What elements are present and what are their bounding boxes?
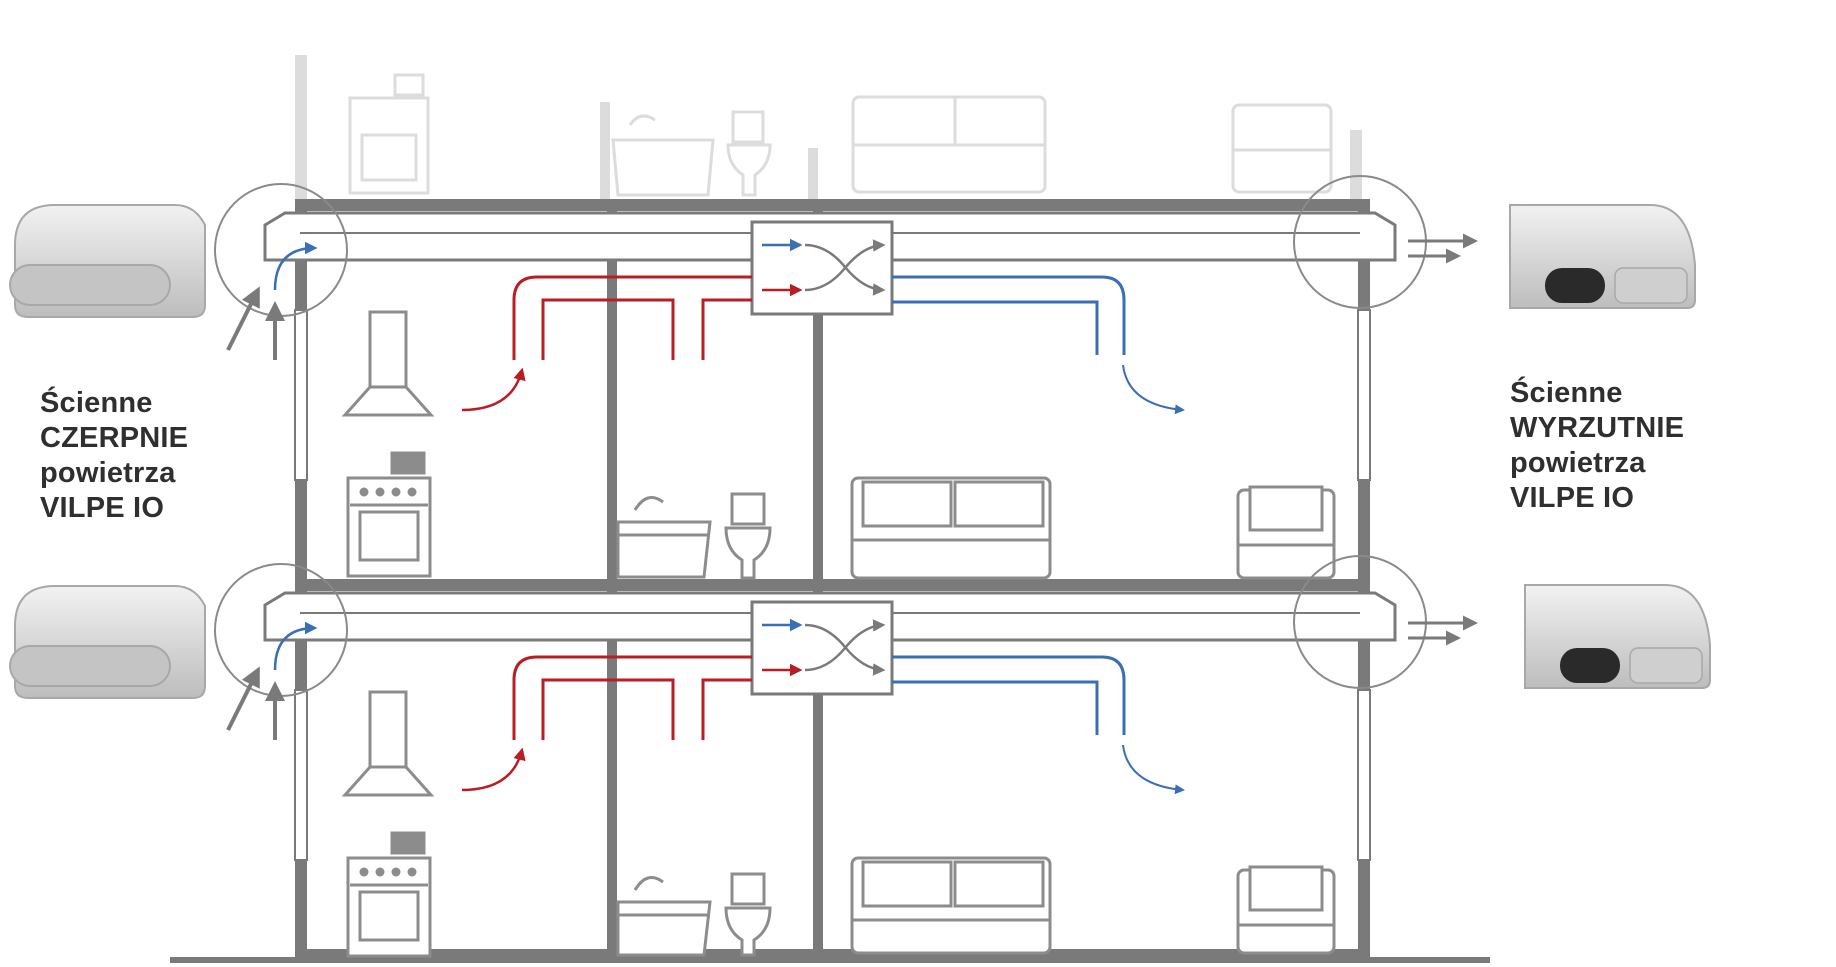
sofa-icon (850, 476, 1052, 580)
inlet-label-line2: CZERPNIE (40, 422, 189, 454)
outlet-device-icon (1509, 204, 1696, 309)
inlet-device-icon (9, 204, 206, 318)
toilet-icon (724, 492, 772, 580)
stove-icon (346, 831, 432, 958)
heat-recovery-unit-icon (750, 220, 894, 316)
outlet-device-icon (1524, 584, 1711, 689)
sofa-icon (850, 856, 1052, 955)
bathtub-icon (616, 496, 712, 579)
sofa-icon (851, 95, 1047, 194)
range-hood-icon (341, 690, 435, 797)
inlet-label-line1: Ścienne (40, 387, 153, 419)
outlet-label: Ścienne WYRZUTNIE powietrza VILPE IO (1510, 376, 1684, 516)
exhaust-ducts (461, 655, 752, 792)
armchair-icon (1236, 865, 1336, 955)
faded-upper-floor (275, 0, 1435, 210)
armchair-icon (1231, 103, 1333, 194)
inlet-device-icon (9, 585, 206, 699)
floor-lower (214, 555, 1478, 958)
outlet-label-line3: powietrza (1510, 447, 1646, 479)
range-hood-icon (341, 310, 435, 417)
inlet-label-line4: VILPE IO (40, 492, 165, 524)
armchair-icon (1236, 485, 1336, 580)
heat-recovery-unit-icon (750, 600, 894, 696)
inlet-label: Ścienne CZERPNIE powietrza VILPE IO (40, 386, 188, 526)
inlet-label-line3: powietrza (40, 457, 176, 489)
outlet-label-line1: Ścienne (1510, 377, 1623, 409)
bathtub-icon (611, 114, 715, 197)
outlet-label-line2: WYRZUTNIE (1510, 412, 1685, 444)
stove-icon (348, 73, 430, 195)
supply-ducts (892, 655, 1185, 795)
bathtub-icon (616, 876, 712, 957)
toilet-icon (724, 872, 772, 957)
supply-ducts (892, 275, 1185, 415)
floor-upper (214, 175, 1478, 580)
building-structure (170, 199, 1490, 963)
outlet-label-line4: VILPE IO (1510, 482, 1635, 514)
exhaust-ducts (461, 275, 752, 412)
toilet-icon (726, 110, 772, 197)
stove-icon (346, 451, 432, 578)
